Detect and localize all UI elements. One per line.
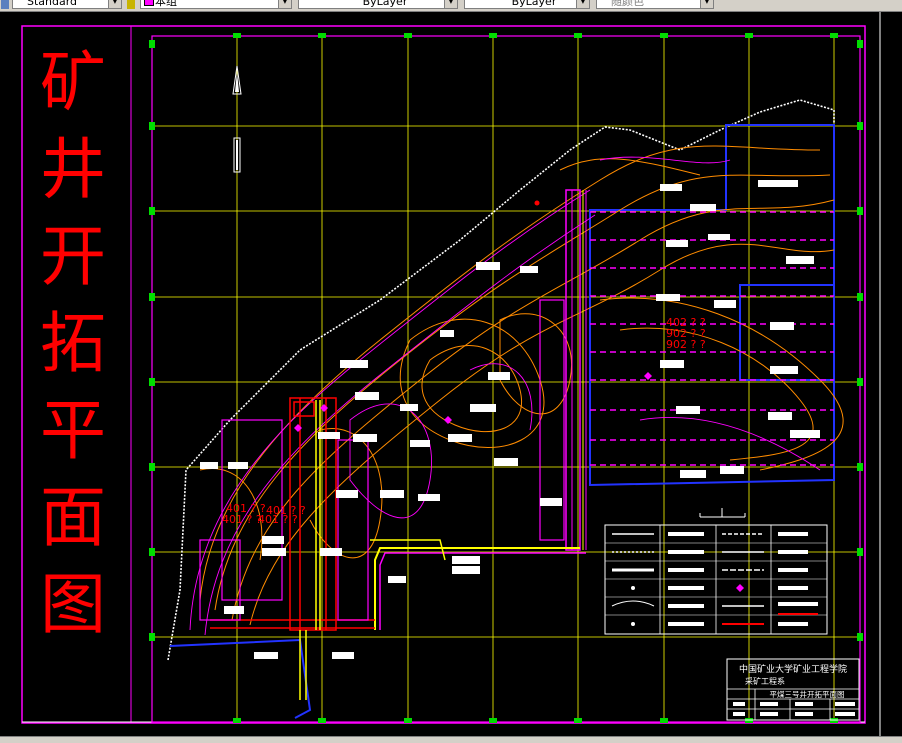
plot-style-value: 随颜色 <box>611 0 644 8</box>
lineweight-value: ByLayer <box>511 0 557 8</box>
seam-annotation: 401 ? ? <box>226 502 266 515</box>
linetype-dropdown[interactable]: ByLayer ▼ <box>298 0 458 9</box>
layer-dropdown[interactable]: 本组 ▼ <box>140 0 292 9</box>
scale-bar <box>699 508 746 518</box>
seam-annotation: 401 ? ? <box>222 513 262 526</box>
outer-frame <box>21 25 866 724</box>
seam-annotation: 401 ? ? <box>258 513 298 526</box>
chevron-down-icon: ▼ <box>108 0 121 8</box>
legend-table <box>604 524 828 635</box>
title-char: 井 <box>40 131 106 208</box>
chevron-down-icon: ▼ <box>444 0 457 8</box>
title-block: 中国矿业大学矿业工程学院 采矿工程系 平煤三号井开拓平面图 <box>726 658 860 721</box>
status-strip <box>0 736 902 743</box>
drawing-canvas[interactable]: 402 ? ?902 ? ?902 ? ?401 ? ?401 ? ?401 ?… <box>0 12 902 737</box>
properties-toolbar: Standard ▼ 本组 ▼ ByLayer ▼ ByLayer ▼ 随颜色 … <box>0 0 902 12</box>
drawing-name: 平煤三号井开拓平面图 <box>770 689 845 699</box>
school-name: 中国矿业大学矿业工程学院 <box>739 663 847 675</box>
chevron-down-icon: ▼ <box>576 0 589 8</box>
north-arrow-icon <box>232 65 242 173</box>
department-name: 采矿工程系 <box>745 676 785 686</box>
text-style-dropdown[interactable]: Standard ▼ <box>12 0 122 9</box>
roadways-east <box>590 211 834 466</box>
survey-point <box>534 200 540 206</box>
seam-annotation: 902 ? ? <box>666 338 706 351</box>
text-style-value: Standard <box>27 0 78 8</box>
title-char: 开 <box>40 218 106 295</box>
diamond-markers <box>294 372 652 432</box>
seam-annotation: 402 ? ? <box>666 316 706 329</box>
lineweight-dropdown[interactable]: ByLayer ▼ <box>464 0 590 9</box>
layer-value: 本组 <box>155 0 177 8</box>
survey-point-labels <box>200 180 820 659</box>
layer-color-swatch <box>144 0 154 6</box>
seam-annotations: 402 ? ?902 ? ?902 ? ?401 ? ?401 ? ?401 ?… <box>222 316 706 526</box>
chevron-down-icon: ▼ <box>700 0 713 8</box>
contour-lines <box>199 145 844 626</box>
plot-style-dropdown[interactable]: 随颜色 ▼ <box>596 0 714 9</box>
title-char: 面 <box>40 479 106 556</box>
mine-field-boundary <box>167 99 835 661</box>
title-char: 图 <box>40 566 106 643</box>
main-roadway-north-south <box>370 189 587 630</box>
text-style-icon[interactable] <box>1 0 9 9</box>
title-char: 矿 <box>40 44 106 121</box>
linetype-value: ByLayer <box>362 0 408 8</box>
magenta-contours <box>189 156 821 636</box>
seam-annotation: 902 ? ? <box>666 327 706 340</box>
seam-annotation: 401 ? ? <box>266 504 306 517</box>
chevron-down-icon: ▼ <box>278 0 291 8</box>
title-char: 平 <box>40 392 106 469</box>
layer-icon[interactable] <box>127 0 135 9</box>
blue-boundary-south <box>169 638 312 719</box>
title-char: 拓 <box>40 305 106 382</box>
